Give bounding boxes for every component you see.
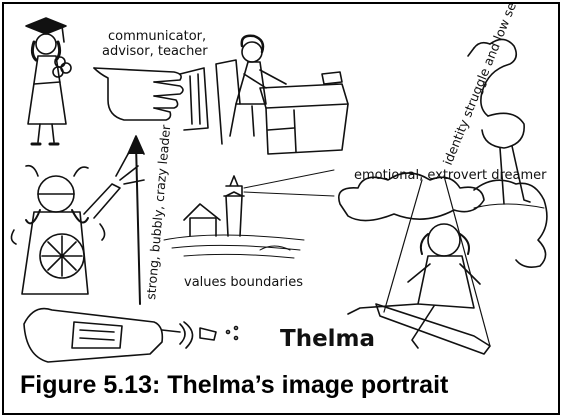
viking-drawing: [11, 154, 144, 294]
label-communicator-line1: communicator,: [108, 29, 206, 44]
figure-caption: Figure 5.13: Thelma’s image portrait: [20, 371, 448, 400]
label-boundaries: values boundaries: [184, 275, 303, 290]
bottle-drawing: [24, 309, 238, 362]
label-communicator-line2: advisor, teacher: [102, 44, 208, 59]
figure-frame: communicator, advisor, teacher identity …: [2, 2, 560, 415]
woman-at-desk-drawing: [216, 36, 348, 154]
pointing-hand-drawing: [94, 68, 208, 130]
label-name: Thelma: [280, 326, 375, 352]
label-identity: identity struggle and low self-esteem: [440, 4, 541, 167]
lighthouse-drawing: [164, 170, 334, 258]
graduate-drawing: [26, 18, 71, 144]
leader-arrow: [136, 144, 140, 304]
portrait-illustration: communicator, advisor, teacher identity …: [4, 4, 558, 413]
label-dreamer: emotional, extrovert dreamer: [354, 168, 547, 183]
label-leader: strong, bubbly, crazy leader: [143, 123, 173, 300]
